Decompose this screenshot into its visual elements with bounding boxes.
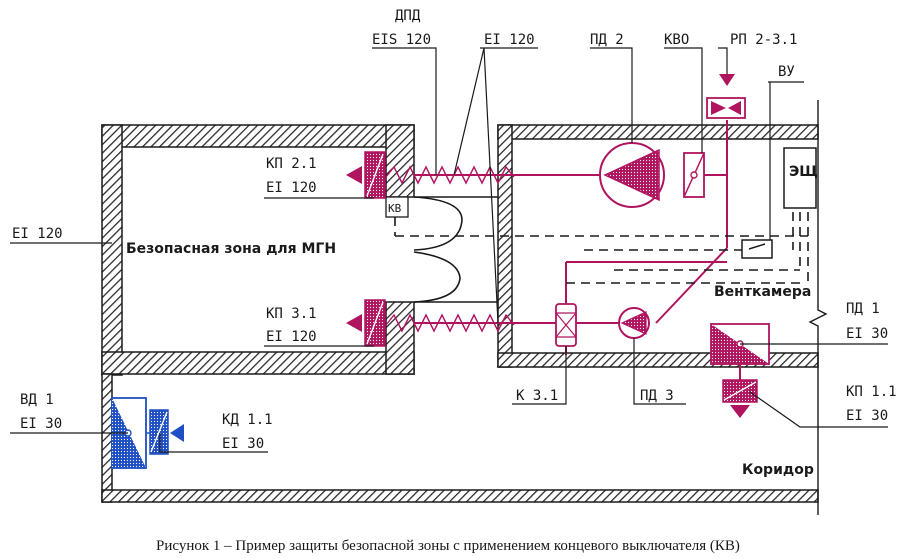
label-vu: ВУ — [778, 64, 795, 80]
label-ventkamera: Венткамера — [714, 284, 811, 300]
fire-damper-kd11-icon — [146, 409, 184, 455]
break-line — [808, 100, 828, 515]
label-kp21: КП 2.1 — [266, 156, 317, 172]
label-eis120: EIS 120 — [372, 32, 431, 48]
figure-caption: Рисунок 1 – Пример защиты безопасной зон… — [156, 538, 740, 554]
switch-vu-icon — [741, 239, 773, 259]
label-kp21-rating: EI 120 — [266, 180, 317, 196]
wall-ventchamber-bottom — [497, 352, 819, 368]
label-pd3: ПД 3 — [640, 388, 674, 404]
electrical-panel — [783, 147, 817, 209]
label-kp11: КП 1.1 — [846, 384, 897, 400]
control-lines — [395, 212, 809, 284]
wall-safe-zone-top — [101, 124, 415, 148]
wall-safe-zone-left — [101, 124, 123, 376]
valve-k31-icon — [555, 303, 577, 347]
fire-damper-kp21-icon — [346, 151, 386, 199]
wall-corridor-left — [101, 373, 113, 503]
label-vd1: ВД 1 — [20, 392, 54, 408]
label-kd11-rating: EI 30 — [222, 436, 264, 452]
label-k31: К 3.1 — [516, 388, 558, 404]
door-safe-zone — [413, 196, 498, 303]
label-pd1-rating: EI 30 — [846, 326, 888, 342]
label-kd11: КД 1.1 — [222, 412, 273, 428]
label-pd2: ПД 2 — [590, 32, 624, 48]
fan-pd2-icon — [599, 142, 665, 208]
label-kp31: КП 3.1 — [266, 306, 317, 322]
limit-switch-kv — [385, 196, 409, 218]
label-safe-zone: Безопасная зона для МГН — [126, 241, 336, 257]
wall-corridor-bottom — [101, 489, 819, 503]
fire-insulation-lower — [385, 313, 515, 333]
leader-lines — [10, 47, 888, 453]
label-pd1: ПД 1 — [846, 301, 880, 317]
fire-damper-kp31-icon — [346, 299, 386, 347]
kv-label: КВ — [388, 202, 402, 215]
label-kp31-rating: EI 120 — [266, 329, 317, 345]
label-rp: РП 2-3.1 — [730, 32, 797, 48]
label-dpd: ДПД — [395, 8, 421, 24]
wall-safe-zone-right-lower — [385, 301, 415, 375]
wall-safe-zone-right-upper — [385, 124, 415, 198]
label-vd1-rating: EI 30 — [20, 416, 62, 432]
fire-damper-kp11-icon — [722, 379, 758, 418]
damper-rp-icon — [706, 74, 746, 119]
label-kp11-rating: EI 30 — [846, 408, 888, 424]
label-koridor: Коридор — [742, 462, 814, 478]
label-ei120-top: EI 120 — [484, 32, 535, 48]
valve-pd2-icon — [683, 152, 727, 198]
esch-label: ЭЩ — [789, 164, 818, 180]
wall-safe-zone-bottom — [101, 351, 415, 375]
valve-vd1-icon — [111, 397, 147, 469]
fire-insulation-upper — [385, 165, 515, 185]
label-kvo: КВО — [664, 32, 689, 48]
walls — [101, 100, 828, 515]
label-wall-rating: EI 120 — [12, 226, 63, 242]
fan-pd3-icon — [618, 307, 650, 339]
wall-ventchamber-left — [497, 124, 513, 368]
